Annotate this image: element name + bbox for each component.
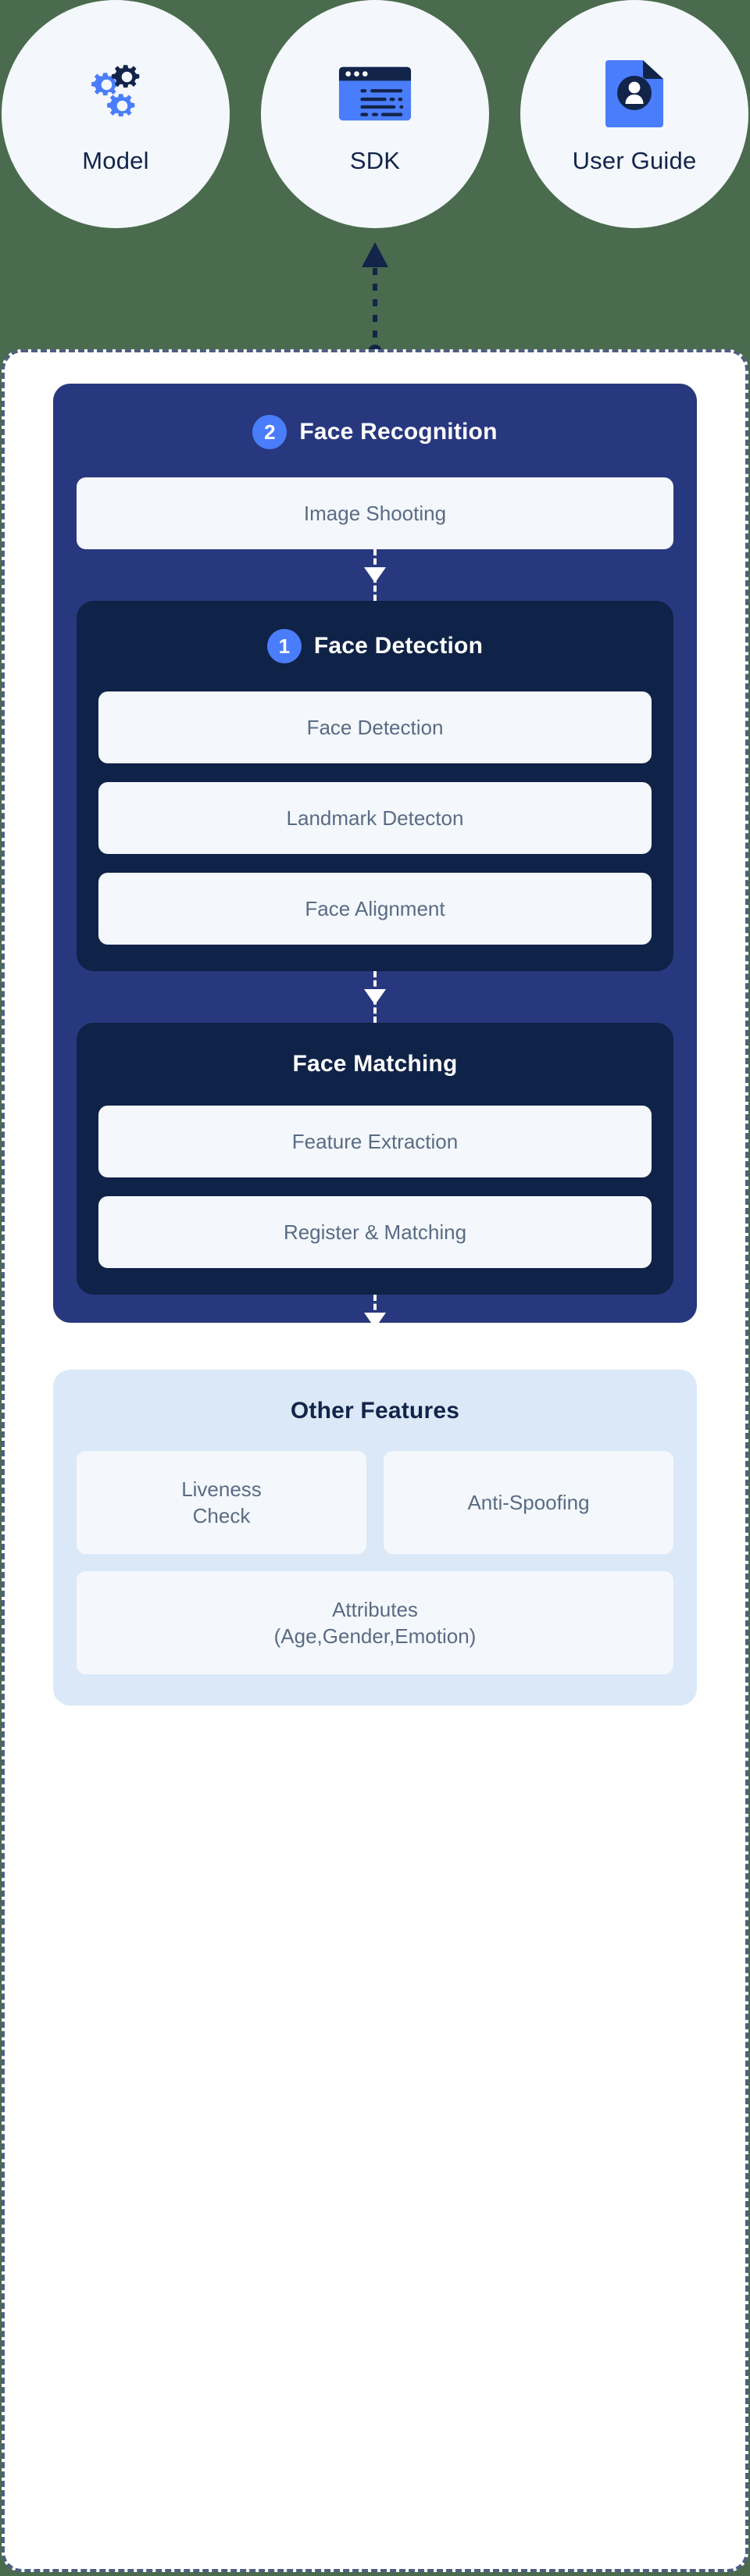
circle-label-user-guide: User Guide bbox=[572, 146, 697, 174]
card-liveness-check[interactable]: Liveness Check bbox=[77, 1451, 366, 1554]
step-badge-1: 1 bbox=[266, 629, 302, 663]
top-connector bbox=[0, 228, 750, 359]
circle-label-model: Model bbox=[82, 146, 149, 174]
face-detection-title: Face Detection bbox=[313, 633, 484, 659]
card-attributes[interactable]: Attributes (Age,Gender,Emotion) bbox=[77, 1571, 673, 1674]
face-matching-title: Face Matching bbox=[292, 1051, 458, 1077]
arrow-head-down-icon bbox=[364, 1313, 386, 1328]
arrow-image-shooting-to-face-detection bbox=[77, 549, 673, 601]
card-image-shooting[interactable]: Image Shooting bbox=[77, 477, 673, 549]
other-features-title: Other Features bbox=[290, 1398, 460, 1424]
face-recognition-title: Face Recognition bbox=[299, 419, 498, 445]
code-window-icon bbox=[338, 56, 412, 131]
arrow-face-matching-to-other-features bbox=[77, 1295, 673, 1346]
arrow-head-down-icon bbox=[364, 989, 386, 1005]
circle-model[interactable]: Model bbox=[2, 0, 230, 228]
pipeline-container: 2 Face Recognition Image Shooting 1 Face… bbox=[2, 349, 748, 2572]
dashed-up-arrow-icon bbox=[362, 242, 388, 359]
gears-icon bbox=[78, 56, 153, 131]
face-recognition-header: 2 Face Recognition bbox=[77, 415, 673, 449]
circle-user-guide[interactable]: User Guide bbox=[520, 0, 748, 228]
card-feature-extraction[interactable]: Feature Extraction bbox=[98, 1106, 652, 1177]
arrow-face-detection-to-face-matching bbox=[77, 971, 673, 1023]
step-badge-2: 2 bbox=[252, 415, 288, 449]
circle-sdk[interactable]: SDK bbox=[261, 0, 489, 228]
arrow-head-down-icon bbox=[364, 567, 386, 583]
other-features-panel: Other Features Liveness Check Anti-Spoof… bbox=[53, 1370, 697, 1706]
other-features-row: Liveness Check Anti-Spoofing bbox=[77, 1451, 673, 1554]
face-detection-panel: 1 Face Detection Face Detection Landmark… bbox=[77, 601, 673, 971]
face-matching-panel: Face Matching Feature Extraction Registe… bbox=[77, 1023, 673, 1295]
card-landmark-detection[interactable]: Landmark Detecton bbox=[98, 782, 652, 854]
card-register-and-matching[interactable]: Register & Matching bbox=[98, 1196, 652, 1268]
card-anti-spoofing[interactable]: Anti-Spoofing bbox=[384, 1451, 673, 1554]
face-recognition-panel: 2 Face Recognition Image Shooting 1 Face… bbox=[53, 384, 697, 1346]
card-face-detection[interactable]: Face Detection bbox=[98, 691, 652, 763]
face-detection-header: 1 Face Detection bbox=[98, 629, 652, 663]
face-matching-header: Face Matching bbox=[98, 1051, 652, 1077]
circle-label-sdk: SDK bbox=[349, 146, 401, 174]
top-circle-row: Model bbox=[0, 0, 750, 228]
document-user-icon bbox=[597, 56, 672, 131]
card-face-alignment[interactable]: Face Alignment bbox=[98, 873, 652, 945]
